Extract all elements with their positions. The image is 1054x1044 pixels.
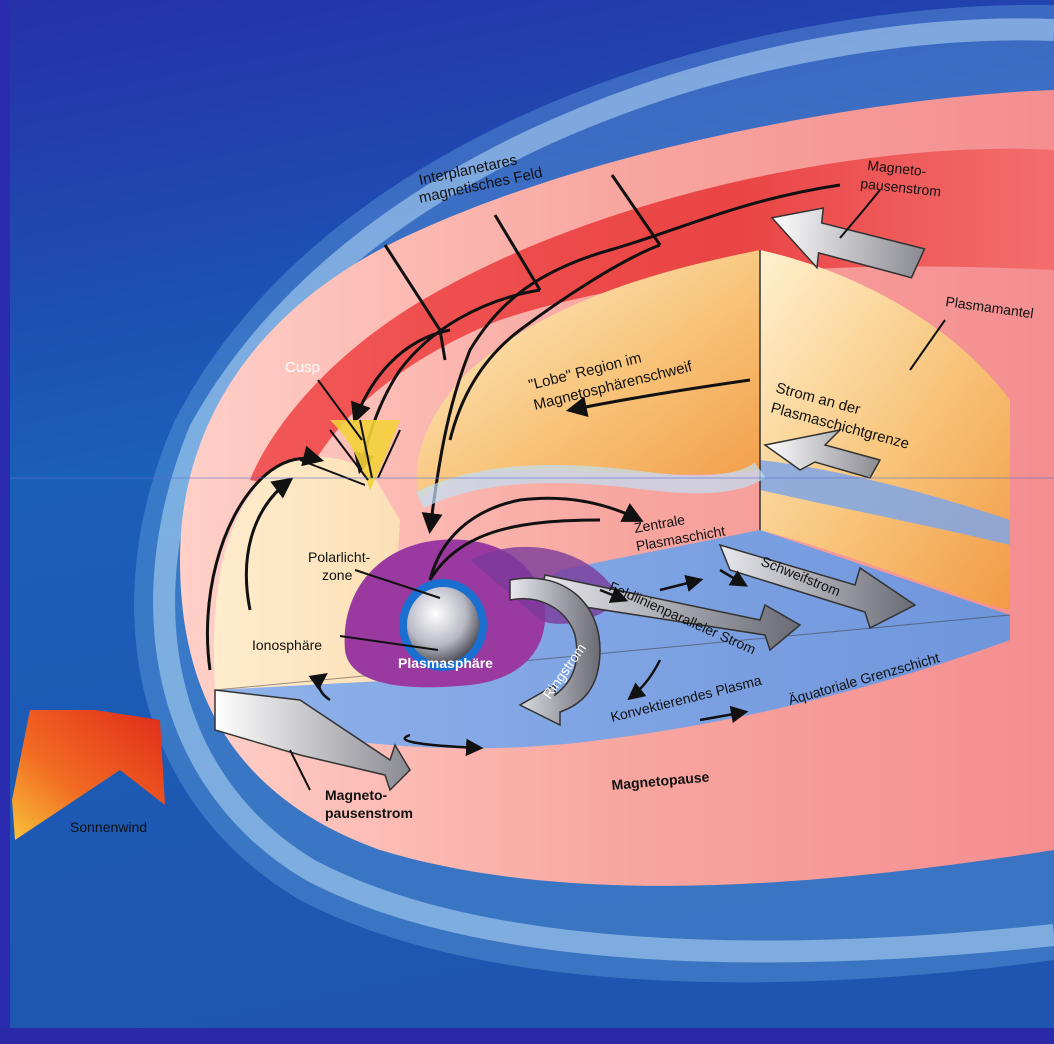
label-magnetopause-current-bottom-2: pausenstrom [325,805,413,821]
earth-icon [407,587,479,663]
label-magnetopause-current-bottom-1: Magneto- [325,787,388,803]
label-ionosphere: Ionosphäre [252,637,322,653]
bottom-border [0,1028,1054,1039]
label-auroral-zone-2: zone [322,567,353,583]
label-solar-wind: Sonnenwind [70,819,147,835]
left-border [0,0,10,1039]
label-cusp: Cusp [285,359,320,376]
label-auroral-zone-1: Polarlicht- [308,549,371,565]
label-plasmasphere: Plasmasphäre [398,655,493,671]
